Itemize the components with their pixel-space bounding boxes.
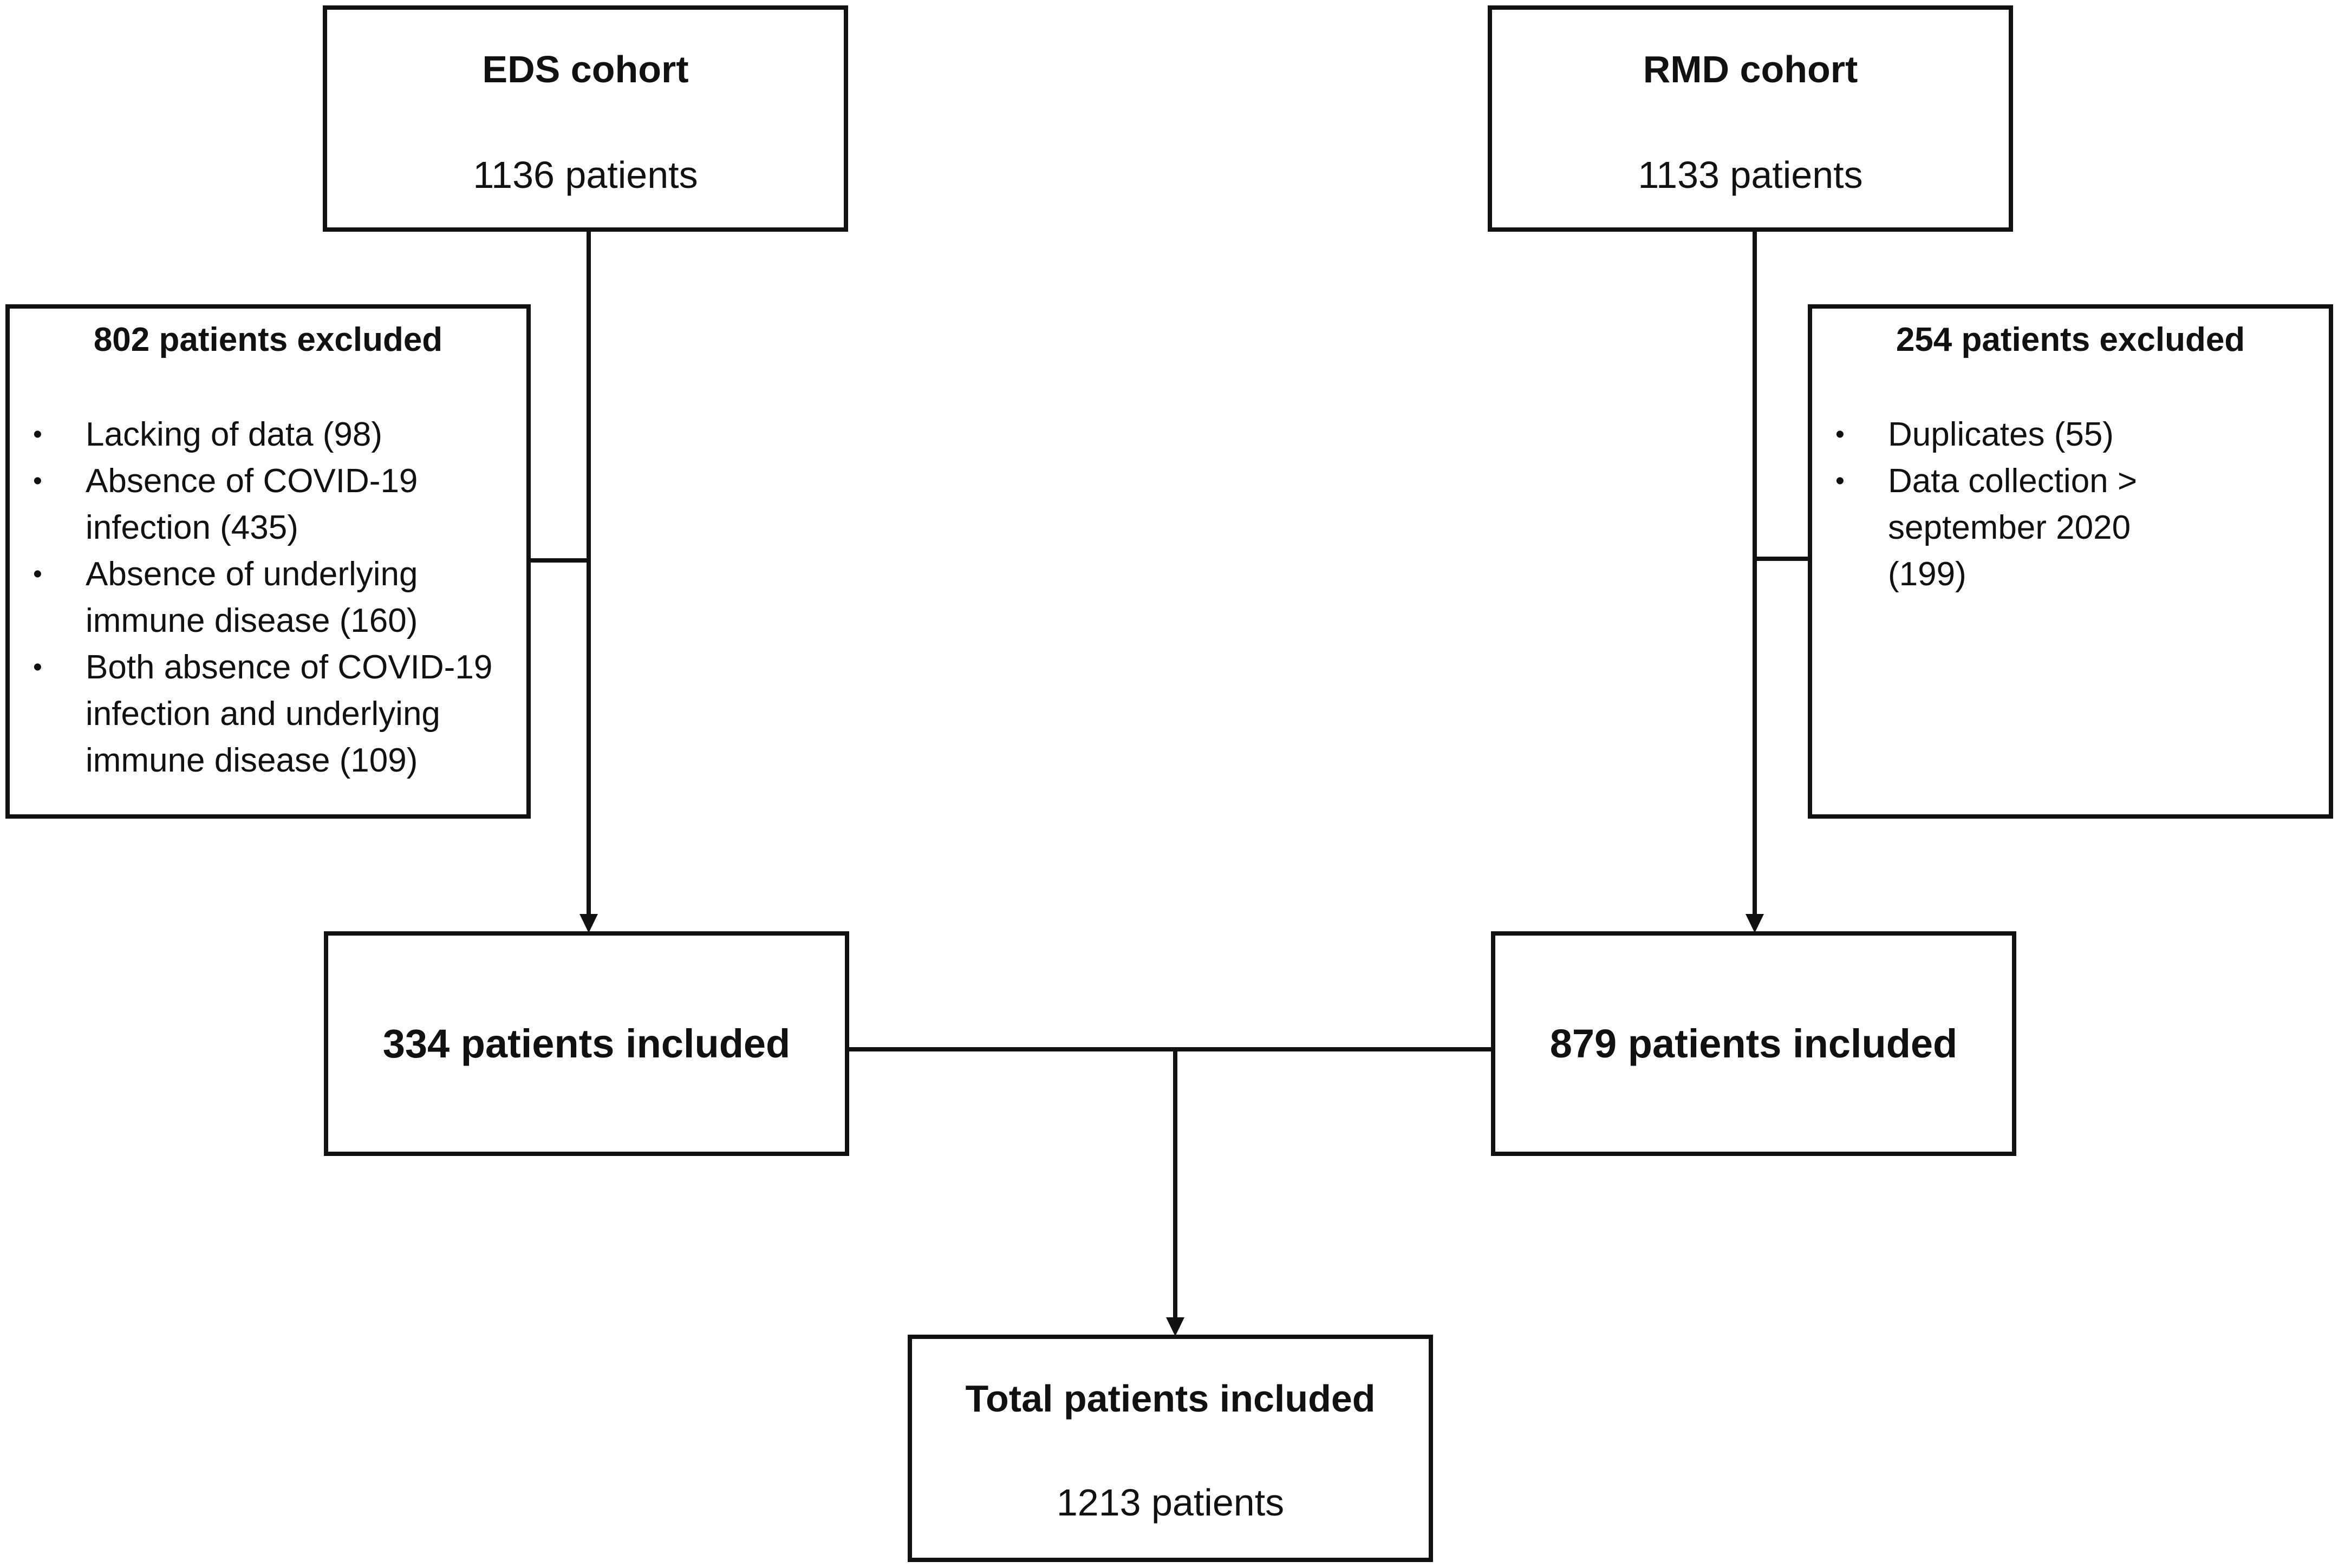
rmd-arrowhead — [1746, 914, 1764, 933]
eds-excluded-item: Lacking of data (98) — [23, 411, 516, 458]
rmd-cohort-title: RMD cohort — [1643, 48, 1858, 90]
eds-excluded-item: Absence of underlying immune disease (16… — [23, 551, 516, 644]
rmd-cohort-count: 1133 patients — [1638, 154, 1863, 196]
eds-excluded-item: Both absence of COVID-19 infection and u… — [23, 644, 516, 784]
eds-cohort-title: EDS cohort — [482, 48, 689, 90]
eds-included-box: 334 patients included — [324, 931, 849, 1156]
eds-excluded-list: Lacking of data (98) Absence of COVID-19… — [23, 411, 516, 784]
rmd-excluded-title: 254 patients excluded — [1896, 321, 2245, 358]
rmd-excluded-box: 254 patients excluded Duplicates (55) Da… — [1808, 304, 2333, 819]
rmd-included-box: 879 patients included — [1491, 931, 2016, 1156]
rmd-cohort-box: RMD cohort 1133 patients — [1488, 5, 2013, 232]
eds-cohort-box: EDS cohort 1136 patients — [323, 5, 848, 232]
total-included-title: Total patients included — [965, 1377, 1376, 1420]
rmd-excluded-item: Data collection > september 2020 (199) — [1826, 458, 2318, 598]
total-arrowhead — [1166, 1317, 1184, 1336]
eds-included-label: 334 patients included — [382, 1021, 791, 1066]
rmd-excluded-item: Duplicates (55) — [1826, 411, 2318, 458]
eds-arrowhead — [579, 914, 598, 933]
rmd-excluded-list: Duplicates (55) Data collection > septem… — [1826, 411, 2318, 598]
eds-excluded-item: Absence of COVID-19 infection (435) — [23, 458, 516, 551]
rmd-included-label: 879 patients included — [1549, 1021, 1958, 1066]
eds-excluded-title: 802 patients excluded — [93, 321, 443, 358]
eds-cohort-count: 1136 patients — [473, 154, 698, 196]
total-included-box: Total patients included 1213 patients — [908, 1335, 1433, 1562]
total-included-count: 1213 patients — [1056, 1481, 1285, 1524]
eds-excluded-box: 802 patients excluded Lacking of data (9… — [5, 304, 531, 819]
